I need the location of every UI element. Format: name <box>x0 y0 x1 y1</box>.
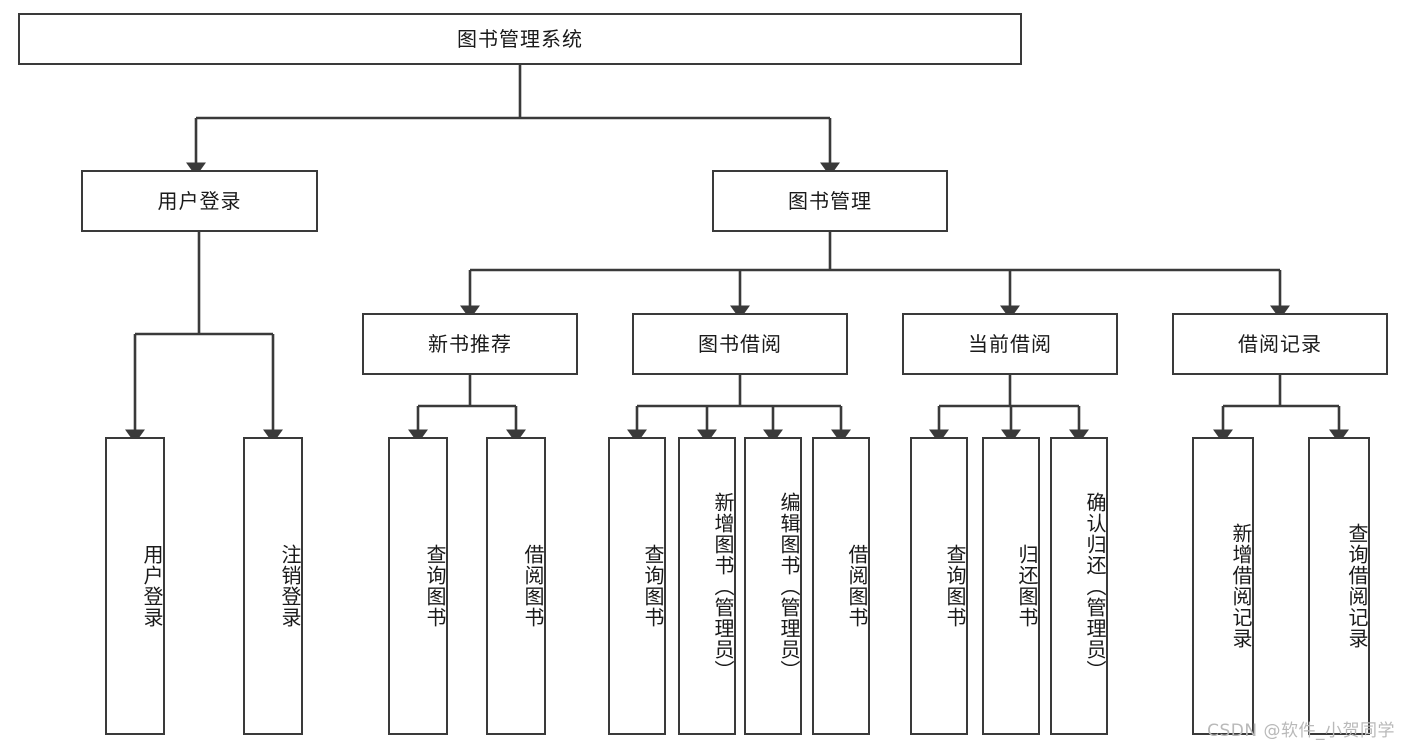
leaf-logout[interactable]: 注销登录 <box>243 437 303 735</box>
node-user-login[interactable]: 用户登录 <box>81 170 318 232</box>
node-book-borrow-label: 图书借阅 <box>698 332 782 356</box>
leaf-return-book-label: 归还图书 <box>1015 544 1039 628</box>
node-new-book-recommend[interactable]: 新书推荐 <box>362 313 578 375</box>
leaf-borrow-book[interactable]: 借阅图书 <box>812 437 870 735</box>
node-new-book-recommend-label: 新书推荐 <box>428 332 512 356</box>
node-current-borrow-label: 当前借阅 <box>968 332 1052 356</box>
leaf-borrow-book-new-label: 借阅图书 <box>521 544 545 628</box>
leaf-edit-book-admin-label: 编辑图书（管理员） <box>777 491 801 681</box>
node-book-management-label: 图书管理 <box>788 189 872 213</box>
leaf-add-book-admin[interactable]: 新增图书（管理员） <box>678 437 736 735</box>
watermark: CSDN @软件_小贺同学 <box>1207 721 1395 741</box>
node-book-borrow[interactable]: 图书借阅 <box>632 313 848 375</box>
leaf-query-borrow-record-label: 查询借阅记录 <box>1345 523 1369 649</box>
leaf-logout-label: 注销登录 <box>278 544 302 628</box>
leaf-add-book-admin-label: 新增图书（管理员） <box>711 491 735 681</box>
node-current-borrow[interactable]: 当前借阅 <box>902 313 1118 375</box>
leaf-user-login-label: 用户登录 <box>140 544 164 628</box>
leaf-query-book-borrow[interactable]: 查询图书 <box>608 437 666 735</box>
leaf-borrow-book-new[interactable]: 借阅图书 <box>486 437 546 735</box>
leaf-query-book-borrow-label: 查询图书 <box>641 544 665 628</box>
leaf-query-borrow-record[interactable]: 查询借阅记录 <box>1308 437 1370 735</box>
leaf-query-book-current[interactable]: 查询图书 <box>910 437 968 735</box>
leaf-query-book-current-label: 查询图书 <box>943 544 967 628</box>
leaf-add-borrow-record-label: 新增借阅记录 <box>1229 523 1253 649</box>
leaf-query-book-new-label: 查询图书 <box>423 544 447 628</box>
leaf-return-book[interactable]: 归还图书 <box>982 437 1040 735</box>
node-borrow-record-label: 借阅记录 <box>1238 332 1322 356</box>
node-borrow-record[interactable]: 借阅记录 <box>1172 313 1388 375</box>
leaf-borrow-book-label: 借阅图书 <box>845 544 869 628</box>
leaf-confirm-return-admin-label: 确认归还（管理员） <box>1083 491 1107 681</box>
leaf-confirm-return-admin[interactable]: 确认归还（管理员） <box>1050 437 1108 735</box>
node-book-management[interactable]: 图书管理 <box>712 170 948 232</box>
node-user-login-label: 用户登录 <box>157 189 242 213</box>
node-root-label: 图书管理系统 <box>457 27 583 51</box>
leaf-add-borrow-record[interactable]: 新增借阅记录 <box>1192 437 1254 735</box>
leaf-query-book-new[interactable]: 查询图书 <box>388 437 448 735</box>
node-root[interactable]: 图书管理系统 <box>18 13 1022 65</box>
leaf-user-login[interactable]: 用户登录 <box>105 437 165 735</box>
leaf-edit-book-admin[interactable]: 编辑图书（管理员） <box>744 437 802 735</box>
